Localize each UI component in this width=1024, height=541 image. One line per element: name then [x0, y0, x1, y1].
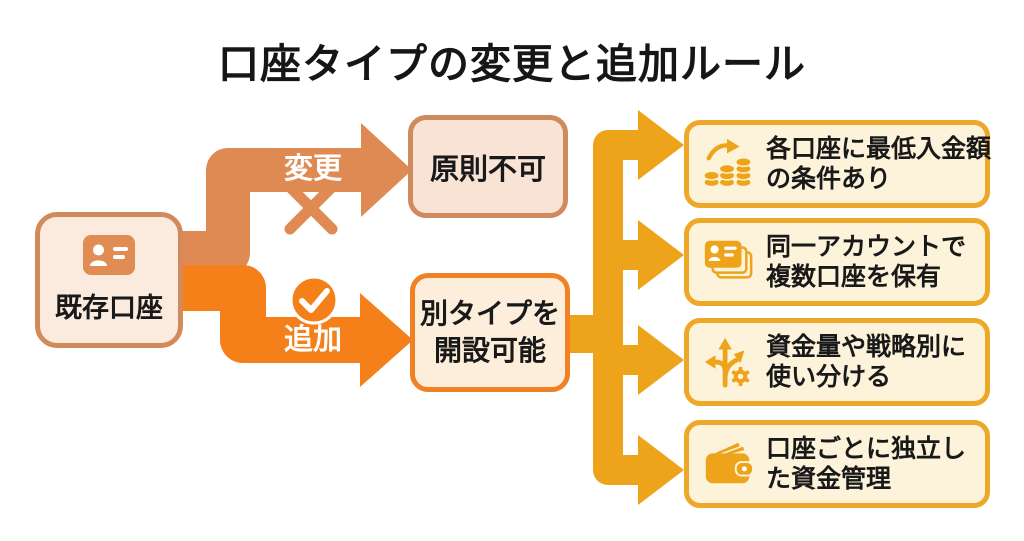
outcome-4-line-1: 口座ごとに独立し [766, 434, 967, 463]
add-connector [172, 265, 362, 363]
change-branch-label: 変更 [283, 153, 342, 185]
id-cards-stack-icon [704, 240, 753, 279]
source-node-existing-account: 既存口座 [35, 212, 183, 348]
outcome-arrowhead-2 [638, 220, 684, 290]
result-open-line-1: 別タイプを [419, 298, 560, 330]
cross-mark-icon [284, 181, 338, 235]
outcome-box-independent-funds: 口座ごとに独立し た資金管理 [684, 420, 990, 508]
result-node-open-other-type: 別タイプを 開設可能 [410, 273, 570, 392]
add-arrowhead [360, 293, 413, 387]
check-mark-circle [289, 275, 339, 325]
result-not-allowed-label: 原則不可 [429, 153, 546, 186]
result-open-line-2: 開設可能 [433, 334, 546, 366]
id-card-icon [83, 235, 135, 275]
outcome-2-line-1: 同一アカウントで [766, 232, 967, 261]
outcome-arrowhead-1 [638, 110, 684, 180]
result-node-not-allowed: 原則不可 [408, 115, 568, 218]
outcome-2-line-2: 複数口座を保有 [766, 263, 942, 291]
check-mark-icon [299, 288, 330, 313]
wallet-icon [705, 440, 755, 484]
outcome-3-line-1: 資金量や戦略別に [766, 332, 967, 361]
outcome-box-multiple-accounts: 同一アカウントで 複数口座を保有 [684, 218, 990, 306]
change-arrowhead [361, 123, 412, 217]
outcome-arrowhead-4 [638, 435, 684, 505]
outcome-box-minimum-deposit: 各口座に最低入金額 の条件あり [684, 120, 992, 208]
change-connector [172, 148, 364, 275]
add-branch-label: 追加 [283, 324, 342, 356]
outcome-3-line-2: 使い分ける [766, 363, 892, 391]
outcome-4-line-2: た資金管理 [766, 465, 892, 493]
outcome-1-line-1: 各口座に最低入金額 [766, 134, 992, 163]
source-node-label: 既存口座 [55, 293, 163, 323]
coins-growth-icon [703, 138, 752, 188]
page-title: 口座タイプの変更と追加ルール [218, 41, 806, 87]
branching-arrows-gear-icon [704, 337, 750, 388]
outcome-box-strategy-split: 資金量や戦略別に 使い分ける [684, 318, 990, 406]
outcome-1-line-2: の条件あり [766, 165, 892, 193]
outcome-arrowhead-3 [638, 325, 684, 395]
outcome-trunk [593, 130, 640, 485]
